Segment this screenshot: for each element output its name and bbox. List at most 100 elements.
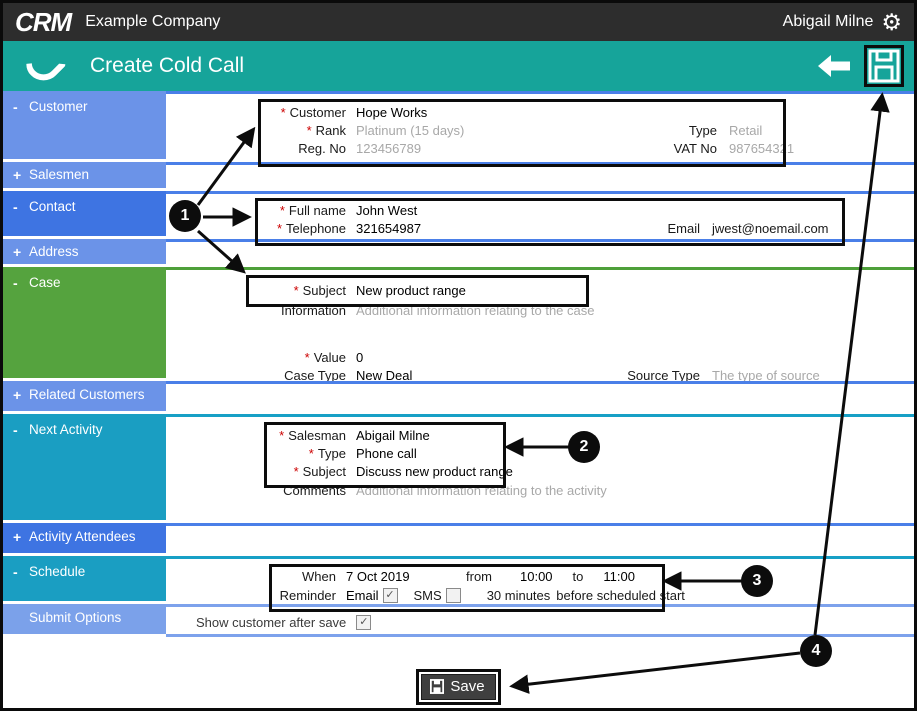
- show-customer-checkbox[interactable]: [356, 614, 372, 630]
- expand-icon: +: [13, 167, 22, 183]
- to-time-field[interactable]: 11:00: [603, 568, 635, 584]
- sourcetype-label: Source Type: [627, 367, 700, 383]
- from-label: from: [466, 568, 492, 584]
- collapse-icon: -: [13, 199, 18, 215]
- regno-label: Reg. No: [298, 140, 346, 156]
- information-field[interactable]: Additional information relating to the c…: [356, 302, 595, 318]
- top-bar: CRM Example Company Abigail Milne ⚙: [3, 3, 914, 41]
- fullname-field[interactable]: John West: [356, 202, 418, 218]
- value-field[interactable]: 0: [356, 349, 364, 365]
- save-button[interactable]: Save: [421, 674, 496, 700]
- activity-type-row: *Type Phone call: [166, 444, 914, 462]
- sidebar-item-case[interactable]: - Case: [3, 267, 166, 381]
- section-row-contact: - Contact *Full name John West *Telephon…: [3, 191, 914, 239]
- activity-attendees-section: [166, 523, 914, 556]
- casetype-label: Case Type: [284, 367, 346, 383]
- sidebar-item-activity-attendees[interactable]: + Activity Attendees: [3, 523, 166, 556]
- when-label: When: [302, 568, 336, 584]
- comments-field[interactable]: Additional information relating to the a…: [356, 482, 607, 498]
- next-activity-section: *Salesman Abigail Milne *Type Phone call…: [166, 414, 914, 523]
- subject-row: *Subject New product range: [166, 280, 914, 300]
- sidebar-item-label: Salesmen: [29, 167, 90, 182]
- page-title: Create Cold Call: [90, 54, 245, 77]
- casetype-field[interactable]: New Deal: [356, 367, 413, 383]
- subject-field[interactable]: New product range: [356, 282, 466, 298]
- subject-label: *Subject: [293, 282, 346, 298]
- expand-icon: +: [13, 529, 22, 545]
- show-customer-row: Show customer after save: [166, 613, 914, 631]
- sourcetype-field[interactable]: The type of source: [712, 367, 820, 383]
- salesman-field[interactable]: Abigail Milne: [356, 427, 430, 443]
- address-section: [166, 239, 914, 267]
- telephone-field[interactable]: 321654987: [356, 220, 422, 236]
- customer-name-field[interactable]: Hope Works: [356, 104, 428, 120]
- when-date-field[interactable]: 7 Oct 2019: [346, 568, 410, 584]
- section-row-case: - Case *Subject New product range Inform…: [3, 267, 914, 383]
- form-body: - Customer *Customer Hope Works *Rank Pl…: [3, 91, 914, 637]
- sidebar-item-label: Case: [29, 275, 61, 290]
- sidebar-item-customer[interactable]: - Customer: [3, 91, 166, 162]
- reminder-email-label: Email: [346, 587, 379, 603]
- back-arrow-icon[interactable]: [818, 55, 850, 77]
- sidebar-item-label: Submit Options: [29, 610, 122, 625]
- section-row-schedule: - Schedule When 7 Oct 2019 from 10:00 to…: [3, 556, 914, 604]
- sidebar-item-salesmen[interactable]: + Salesmen: [3, 162, 166, 191]
- collapse-icon: -: [13, 564, 18, 580]
- phone-icon: [20, 40, 67, 88]
- reminder-offset-field[interactable]: 30 minutes: [486, 587, 551, 603]
- comments-row: Comments Additional information relating…: [166, 480, 914, 500]
- current-user[interactable]: Abigail Milne: [782, 13, 874, 30]
- collapse-icon: -: [13, 275, 18, 291]
- sidebar-item-submit-options: Submit Options: [3, 604, 166, 637]
- crm-logo: CRM: [15, 6, 72, 37]
- section-row-address: + Address: [3, 239, 914, 267]
- show-customer-label: Show customer after save: [196, 614, 347, 630]
- sidebar-item-related-customers[interactable]: + Related Customers: [3, 381, 166, 414]
- activity-type-field[interactable]: Phone call: [356, 445, 417, 461]
- sidebar-item-schedule[interactable]: - Schedule: [3, 556, 166, 604]
- email-field[interactable]: jwest@noemail.com: [712, 220, 829, 236]
- activity-subject-label: *Subject: [293, 463, 346, 479]
- section-row-related-customers: + Related Customers: [3, 381, 914, 414]
- reminder-email-checkbox[interactable]: [382, 587, 398, 603]
- activity-type-label: *Type: [308, 445, 346, 461]
- value-row: *Value 0: [166, 348, 914, 366]
- email-label: Email: [667, 220, 700, 236]
- section-row-submit-options: Submit Options Show customer after save: [3, 604, 914, 637]
- collapse-icon: -: [13, 99, 18, 115]
- reminder-label: Reminder: [279, 587, 336, 603]
- fullname-label: *Full name: [279, 202, 346, 218]
- customer-regno-row: Reg. No 123456789 VAT No 987654321: [166, 139, 914, 157]
- sidebar-item-contact[interactable]: - Contact: [3, 191, 166, 239]
- vatno-label: VAT No: [673, 140, 717, 156]
- section-row-activity-attendees: + Activity Attendees: [3, 523, 914, 556]
- expand-icon: +: [13, 244, 22, 260]
- type-field: Retail: [729, 122, 763, 138]
- sidebar-item-label: Next Activity: [29, 422, 103, 437]
- sidebar-item-next-activity[interactable]: - Next Activity: [3, 414, 166, 523]
- reminder-row: Reminder Email SMS 30 minutes before sch…: [166, 585, 914, 605]
- vatno-field: 987654321: [729, 140, 795, 156]
- regno-field: 123456789: [356, 140, 422, 156]
- customer-section: *Customer Hope Works *Rank Platinum (15 …: [166, 91, 914, 162]
- sidebar-item-label: Schedule: [29, 564, 86, 579]
- salesman-label: *Salesman: [279, 427, 346, 443]
- information-label: Information: [280, 302, 346, 318]
- annotation-box-header-save: [864, 45, 904, 87]
- reminder-sms-checkbox[interactable]: [445, 587, 461, 603]
- contact-section: *Full name John West *Telephone 32165498…: [166, 191, 914, 239]
- value-label: *Value: [304, 349, 346, 365]
- save-icon[interactable]: [868, 49, 900, 83]
- save-button-icon: [430, 679, 445, 694]
- activity-subject-field[interactable]: Discuss new product range: [356, 463, 513, 479]
- schedule-section: When 7 Oct 2019 from 10:00 to 11:00 Remi…: [166, 556, 914, 604]
- salesman-row: *Salesman Abigail Milne: [166, 426, 914, 444]
- from-time-field[interactable]: 10:00: [520, 568, 553, 584]
- sidebar-item-address[interactable]: + Address: [3, 239, 166, 267]
- section-row-customer: - Customer *Customer Hope Works *Rank Pl…: [3, 91, 914, 162]
- settings-gear-icon[interactable]: ⚙: [881, 8, 902, 35]
- fullname-row: *Full name John West: [166, 201, 914, 219]
- expand-icon: +: [13, 387, 22, 403]
- salesmen-section: [166, 162, 914, 191]
